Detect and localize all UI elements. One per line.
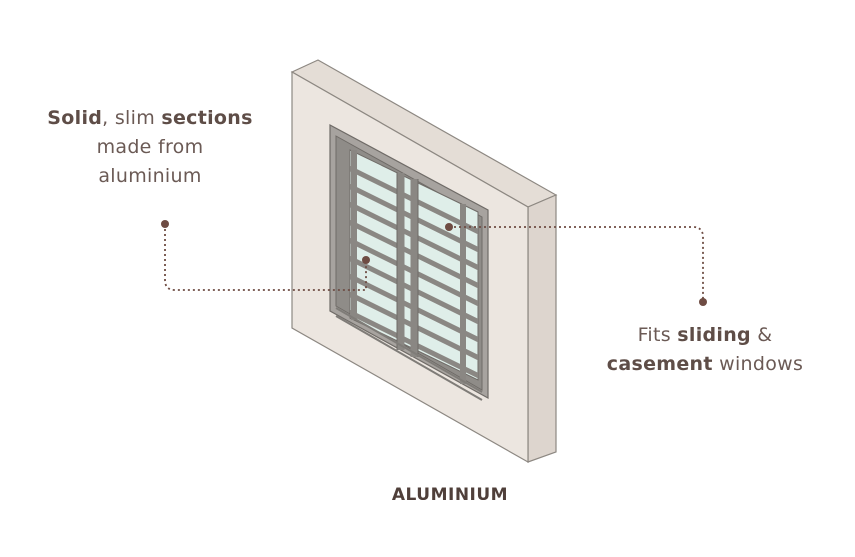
left-leader-line xyxy=(164,224,367,291)
leader-lines xyxy=(161,220,707,306)
left-callout-line-1: Solid, slim sections xyxy=(20,104,280,133)
wall-side-face xyxy=(527,194,557,463)
right-callout-bold-casement: casement xyxy=(606,353,713,375)
window-types-callout: Fits sliding & casement windows xyxy=(575,321,835,379)
material-caption: ALUMINIUM xyxy=(391,485,509,505)
left-callout-bold-sections: sections xyxy=(161,107,253,129)
right-callout-text-windows: windows xyxy=(712,353,804,375)
right-callout-text-amp: & xyxy=(750,324,773,346)
left-callout-bold-solid: Solid xyxy=(47,107,103,129)
left-callout-text-slim: , slim xyxy=(102,107,162,129)
sash-members xyxy=(351,150,466,384)
left-callout-line-2: made from xyxy=(96,136,204,158)
bottom-rails xyxy=(335,307,483,401)
left-leader-dot-end xyxy=(362,256,370,264)
solid-sections-callout: Solid, slim sections made from aluminium xyxy=(20,104,280,191)
right-callout-line-1: Fits sliding & xyxy=(575,321,835,350)
right-callout-bold-sliding: sliding xyxy=(677,324,751,346)
right-leader-dot-end xyxy=(699,298,707,306)
right-callout-text-fits: Fits xyxy=(637,324,678,346)
right-callout-line-2: casement windows xyxy=(575,350,835,379)
right-leader-line xyxy=(449,226,704,302)
left-callout-line-3: aluminium xyxy=(98,165,202,187)
